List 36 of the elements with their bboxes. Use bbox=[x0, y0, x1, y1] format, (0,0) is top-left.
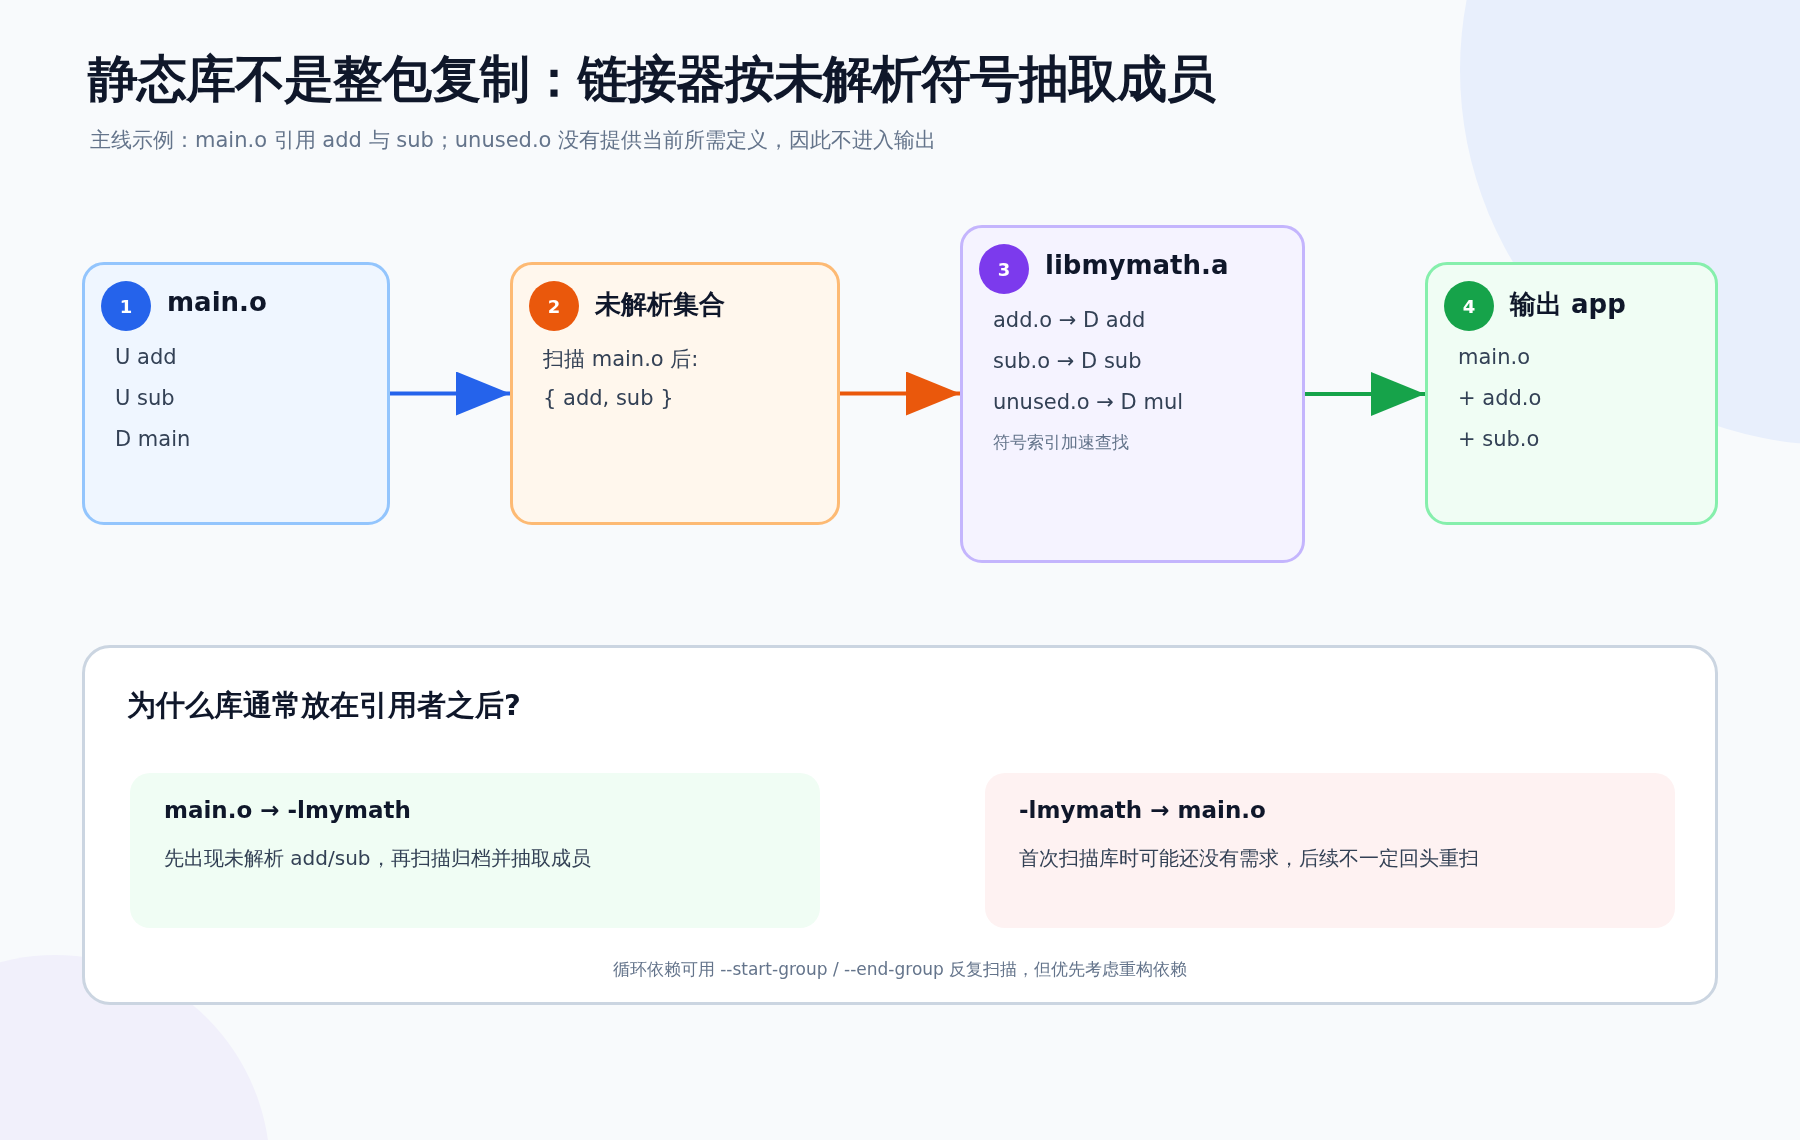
symbol-entry: U sub bbox=[115, 386, 175, 410]
symbol-entry: 扫描 main.o 后: bbox=[543, 346, 699, 373]
card-heading: main.o → -lmymath bbox=[164, 797, 411, 823]
step-number: 3 bbox=[979, 244, 1029, 294]
step-heading: libmymath.a bbox=[1045, 250, 1229, 280]
step-heading: 输出 app bbox=[1510, 288, 1626, 321]
step-heading: main.o bbox=[167, 287, 267, 317]
title: 静态库不是整包复制：链接器按未解析符号抽取成员 bbox=[88, 49, 1215, 110]
step-card bbox=[1425, 262, 1718, 525]
symbol-entry: { add, sub } bbox=[543, 386, 674, 410]
symbol-entry: U add bbox=[115, 345, 177, 369]
step-card bbox=[960, 225, 1305, 563]
note-text: 符号索引加速查找 bbox=[993, 431, 1129, 454]
card-heading: -lmymath → main.o bbox=[1019, 797, 1266, 823]
step-number: 1 bbox=[101, 281, 151, 331]
arrow bbox=[390, 371, 510, 416]
step-card bbox=[510, 262, 840, 525]
arrow bbox=[1305, 372, 1425, 416]
symbol-entry: unused.o → D mul bbox=[993, 390, 1184, 414]
symbol-entry: main.o bbox=[1458, 345, 1530, 369]
card-text: 先出现未解析 add/sub，再扫描归档并抽取成员 bbox=[164, 845, 591, 872]
symbol-entry: + sub.o bbox=[1458, 427, 1540, 451]
symbol-entry: + add.o bbox=[1458, 386, 1542, 410]
symbol-entry: sub.o → D sub bbox=[993, 349, 1142, 373]
step-card bbox=[82, 262, 390, 525]
arrow bbox=[840, 371, 960, 416]
panel-heading: 为什么库通常放在引用者之后? bbox=[127, 687, 521, 724]
explanation-panel bbox=[82, 645, 1718, 1005]
step-number: 4 bbox=[1444, 281, 1494, 331]
card-text: 首次扫描库时可能还没有需求，后续不一定回头重扫 bbox=[1019, 845, 1479, 872]
symbol-entry: D main bbox=[115, 427, 191, 451]
subtitle: 主线示例：main.o 引用 add 与 sub；unused.o 没有提供当前所需定义，因此不进入输出 bbox=[90, 127, 937, 154]
symbol-entry: add.o → D add bbox=[993, 308, 1146, 332]
step-number: 2 bbox=[529, 281, 579, 331]
footnote: 循环依赖可用 --start-group / --end-group 反复扫描，但优先考虑重构依赖 bbox=[611, 958, 1189, 981]
step-heading: 未解析集合 bbox=[595, 288, 725, 321]
